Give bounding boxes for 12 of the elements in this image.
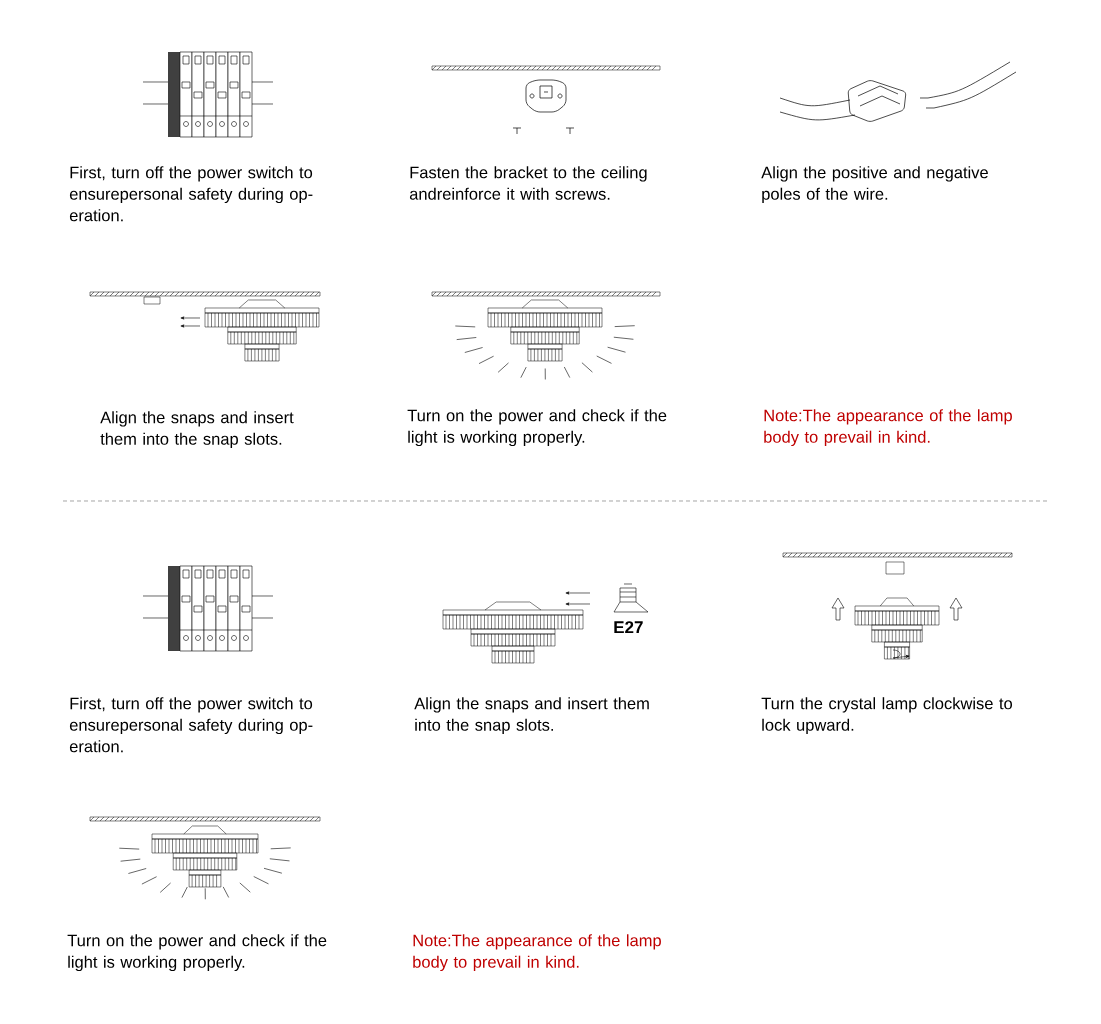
socket-label: E27 <box>614 621 643 634</box>
instruction-text: Turn the crystal lamp clockwise to lock upward. <box>761 697 1012 735</box>
note-text: Note:The appearance of the lamp body to prevail in kind. <box>764 409 1012 447</box>
instruction-text: First, turn off the power switch to ensurepersonal safety during op-eration. <box>69 166 313 222</box>
instruction-text: Turn on the power and check if the light is working properly. <box>67 934 327 972</box>
instruction-text: Fasten the bracket to the ceiling andreinforce it with screws. <box>409 166 647 200</box>
note-text: Note:The appearance of the lamp body to prevail in kind. <box>413 934 661 972</box>
instruction-text: Align the positive and negative poles of the wire. <box>761 166 988 204</box>
instruction-text: First, turn off the power switch to ensurepersonal safety during op-eration. <box>69 697 313 753</box>
instruction-text: Align the snaps and insert them into the snap slots. <box>100 411 294 449</box>
instruction-text: Align the snaps and insert them into the snap slots. <box>414 697 649 735</box>
instruction-text: Turn on the power and check if the light is working properly. <box>407 409 667 447</box>
